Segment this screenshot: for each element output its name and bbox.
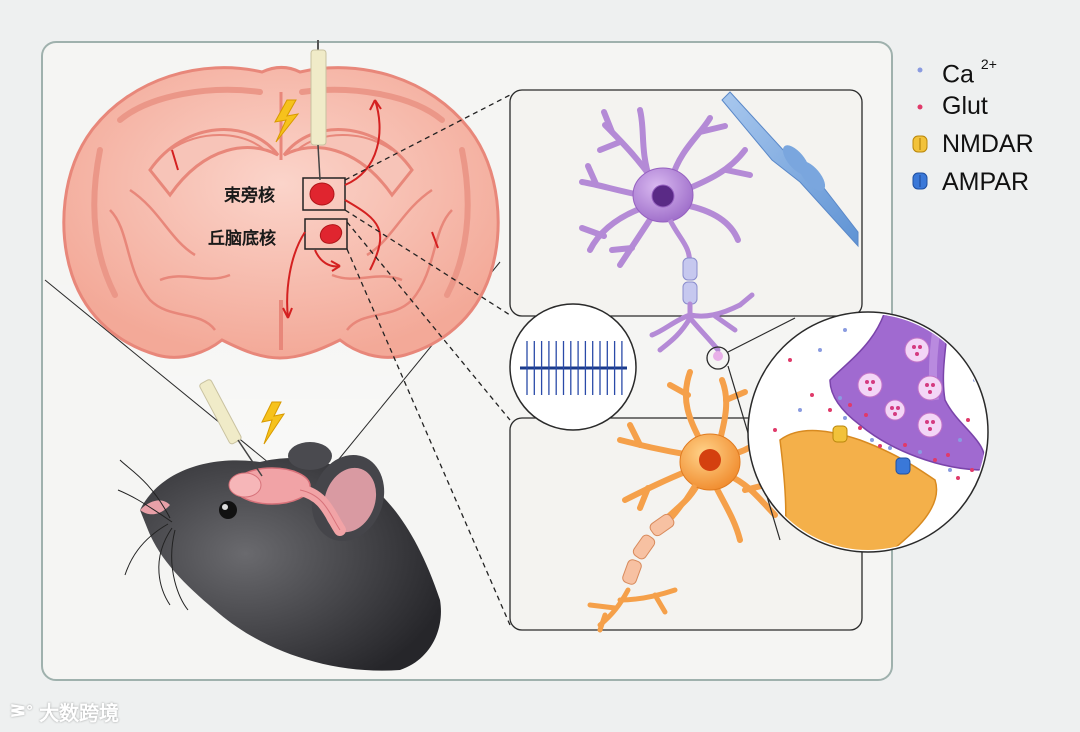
glutamate-dot [878, 444, 882, 448]
calcium-dot [843, 328, 847, 332]
glutamate-dot [858, 426, 862, 430]
glutamate-dot [970, 468, 974, 472]
legend-item-nmdar: NMDAR [912, 128, 1072, 166]
calcium-dot [870, 438, 874, 442]
legend-label-nmdar: NMDAR [942, 128, 1034, 160]
glutamate-dot [773, 428, 777, 432]
legend-label-glutamate: Glut [942, 90, 988, 122]
calcium-dot [818, 348, 822, 352]
glutamate-dot [848, 403, 852, 407]
calcium-dot [798, 408, 802, 412]
parafascicular-nucleus [310, 183, 334, 205]
legend-item-glutamate: Glut [912, 90, 1072, 128]
glutamate-dot [864, 413, 868, 417]
label-subthalamic: 丘脑底核 [208, 224, 308, 249]
legend-item-ampar: AMPAR [912, 166, 1072, 204]
glutamate-dot [933, 458, 937, 462]
legend-label-calcium: Ca [942, 60, 974, 88]
glutamate-dot [903, 443, 907, 447]
calcium-dot [918, 450, 922, 454]
calcium-dot [888, 446, 892, 450]
glutamate-dot [966, 418, 970, 422]
legend-item-calcium: Ca 2+ [912, 52, 1072, 90]
glutamate-dot [810, 393, 814, 397]
calcium-dot [958, 338, 962, 342]
legend-label-ampar: AMPAR [942, 166, 1029, 198]
calcium-dot [958, 438, 962, 442]
glutamate-dot [946, 453, 950, 457]
legend: Ca 2+ Glut NMDAR AMPAR [912, 52, 1072, 204]
glutamate-dot [956, 476, 960, 480]
spike-train-inset [510, 304, 636, 430]
legend-label-calcium-charge: 2+ [981, 56, 997, 72]
watermark: ᕒᐤ 大数跨境 [10, 696, 119, 726]
calcium-dot [843, 416, 847, 420]
calcium-dot [838, 396, 842, 400]
watermark-text: 大数跨境 [39, 697, 119, 726]
glutamate-dot [788, 358, 792, 362]
glutamate-dot [828, 408, 832, 412]
watermark-logo-icon: ᕒᐤ [10, 701, 33, 722]
calcium-dot [948, 468, 952, 472]
label-parafascicular: 束旁核 [224, 181, 304, 206]
